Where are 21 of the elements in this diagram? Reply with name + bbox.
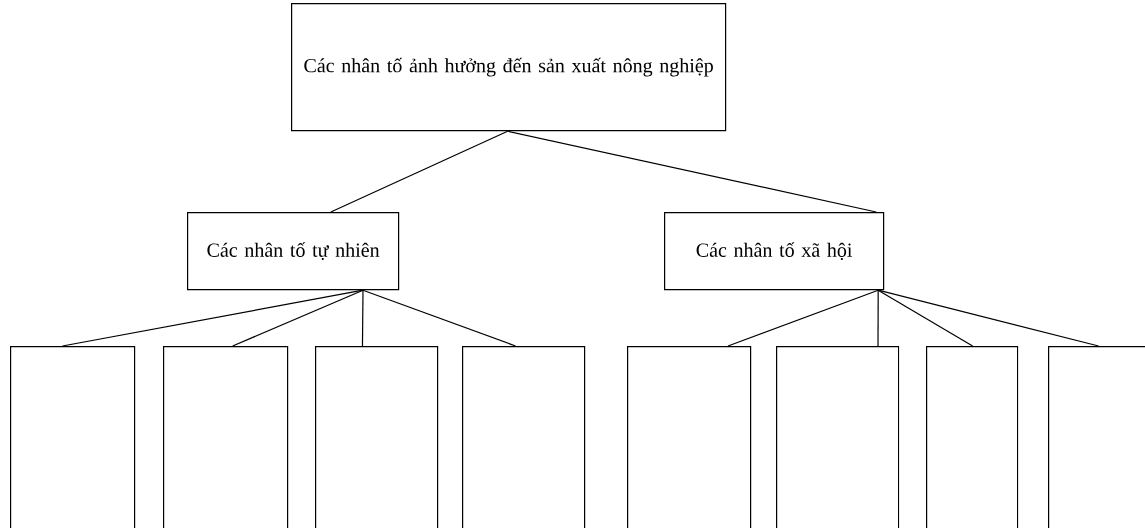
category-box: Các nhân tố tự nhiên (187, 212, 400, 291)
empty-box (163, 346, 289, 528)
empty-box (462, 346, 586, 528)
connector-line (330, 130, 509, 213)
connector-line (727, 289, 879, 347)
connector-line (877, 289, 879, 347)
empty-box (926, 346, 1019, 528)
title-box: Các nhân tố ảnh hưởng đến sản xuất nông nghiệp (291, 3, 727, 132)
connector-line (232, 289, 364, 347)
connector-line (362, 289, 517, 347)
empty-box (10, 346, 136, 528)
empty-box (315, 346, 439, 528)
connector-line (361, 289, 364, 347)
connector-line (877, 289, 1100, 347)
category-box: Các nhân tố xã hội (664, 212, 885, 291)
connector-line (877, 289, 974, 347)
empty-box (1048, 346, 1145, 528)
empty-box (776, 346, 900, 528)
connector-line (61, 289, 364, 347)
connector-line (507, 130, 877, 213)
empty-box (627, 346, 752, 528)
